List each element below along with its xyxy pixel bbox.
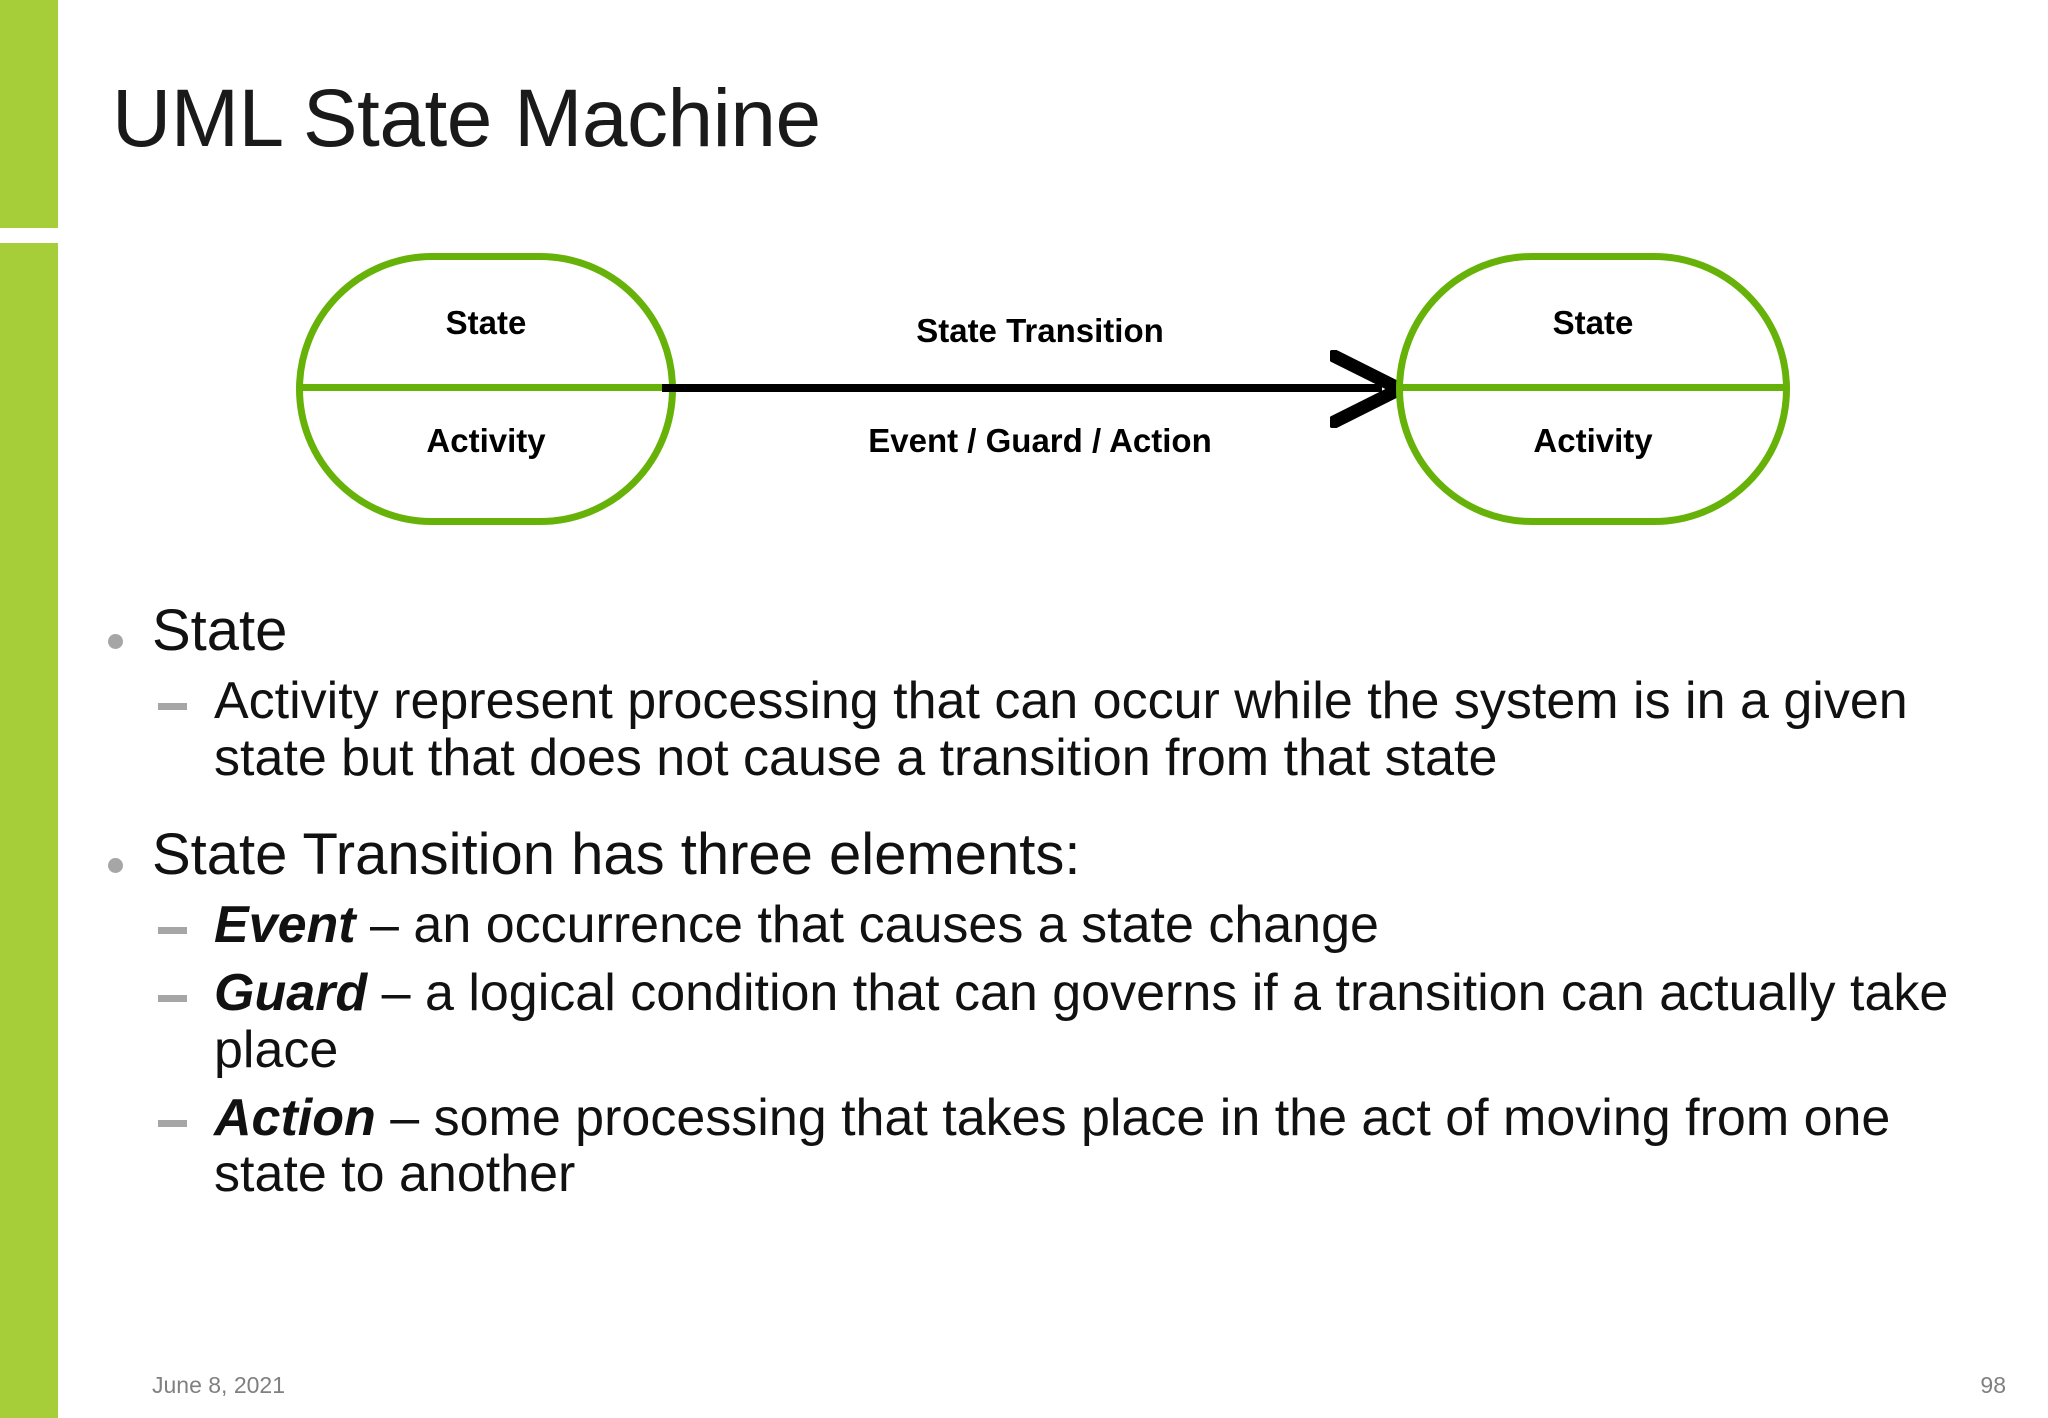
bullet-level2-action-term: Action [214, 1088, 376, 1147]
state-node-left-divider [300, 384, 672, 391]
bullet-level2-event: Event – an occurrence that causes a stat… [96, 897, 1996, 953]
state-node-right-activity-label: Activity [1533, 422, 1653, 459]
bullet-level1-state: State [96, 600, 1996, 661]
transition-bottom-label: Event / Guard / Action [868, 422, 1212, 459]
bullet-level2-guard: Guard – a logical condition that can gov… [96, 964, 1996, 1079]
bullet-dash-icon [158, 1119, 187, 1127]
bullet-level1-state-text: State [152, 598, 288, 663]
footer-page-number: 98 [1980, 1372, 2006, 1398]
bullet-level1-state-transition-text: State Transition has three elements: [152, 821, 1081, 887]
bullet-level2-guard-term: Guard [214, 964, 368, 1023]
bullet-level2-event-term: Event [214, 896, 356, 955]
bullet-dash-icon [158, 703, 187, 711]
bullet-level2-action-text: – some processing that takes place in th… [214, 1088, 1891, 1203]
accent-bar-top [0, 0, 58, 228]
state-node-left-state-label: State [445, 304, 527, 341]
bullet-dash-icon [158, 927, 187, 935]
state-node-right-divider [1400, 384, 1786, 391]
bullet-level2-activity: Activity represent processing that can o… [96, 672, 1996, 787]
state-node-left-activity-label: Activity [426, 422, 546, 459]
transition-arrow-head-icon [1330, 350, 1406, 428]
footer-date: June 8, 2021 [152, 1372, 286, 1398]
bullet-dot-icon [108, 857, 123, 873]
transition-arrow-line [662, 384, 1382, 392]
transition-top-label: State Transition [916, 312, 1164, 349]
page-title: UML State Machine [112, 73, 821, 164]
bullet-level2-action: Action – some processing that takes plac… [96, 1090, 1996, 1202]
bullet-content: State Activity represent processing that… [96, 600, 1996, 1202]
section-spacer [96, 786, 1996, 824]
bullet-level1-state-transition: State Transition has three elements: [96, 824, 1996, 885]
uml-state-machine-diagram: State Activity State Transition Event / … [0, 0, 2048, 560]
state-node-right-state-label: State [1552, 304, 1634, 341]
bullet-level2-guard-text: – a logical condition that can governs i… [214, 964, 1949, 1079]
bullet-dot-icon [108, 634, 123, 649]
bullet-dash-icon [158, 995, 187, 1003]
bullet-level2-event-text: – an occurrence that causes a state chan… [355, 896, 1379, 955]
accent-bar-bottom [0, 243, 58, 1418]
bullet-level2-activity-text: Activity represent processing that can o… [214, 672, 1908, 787]
